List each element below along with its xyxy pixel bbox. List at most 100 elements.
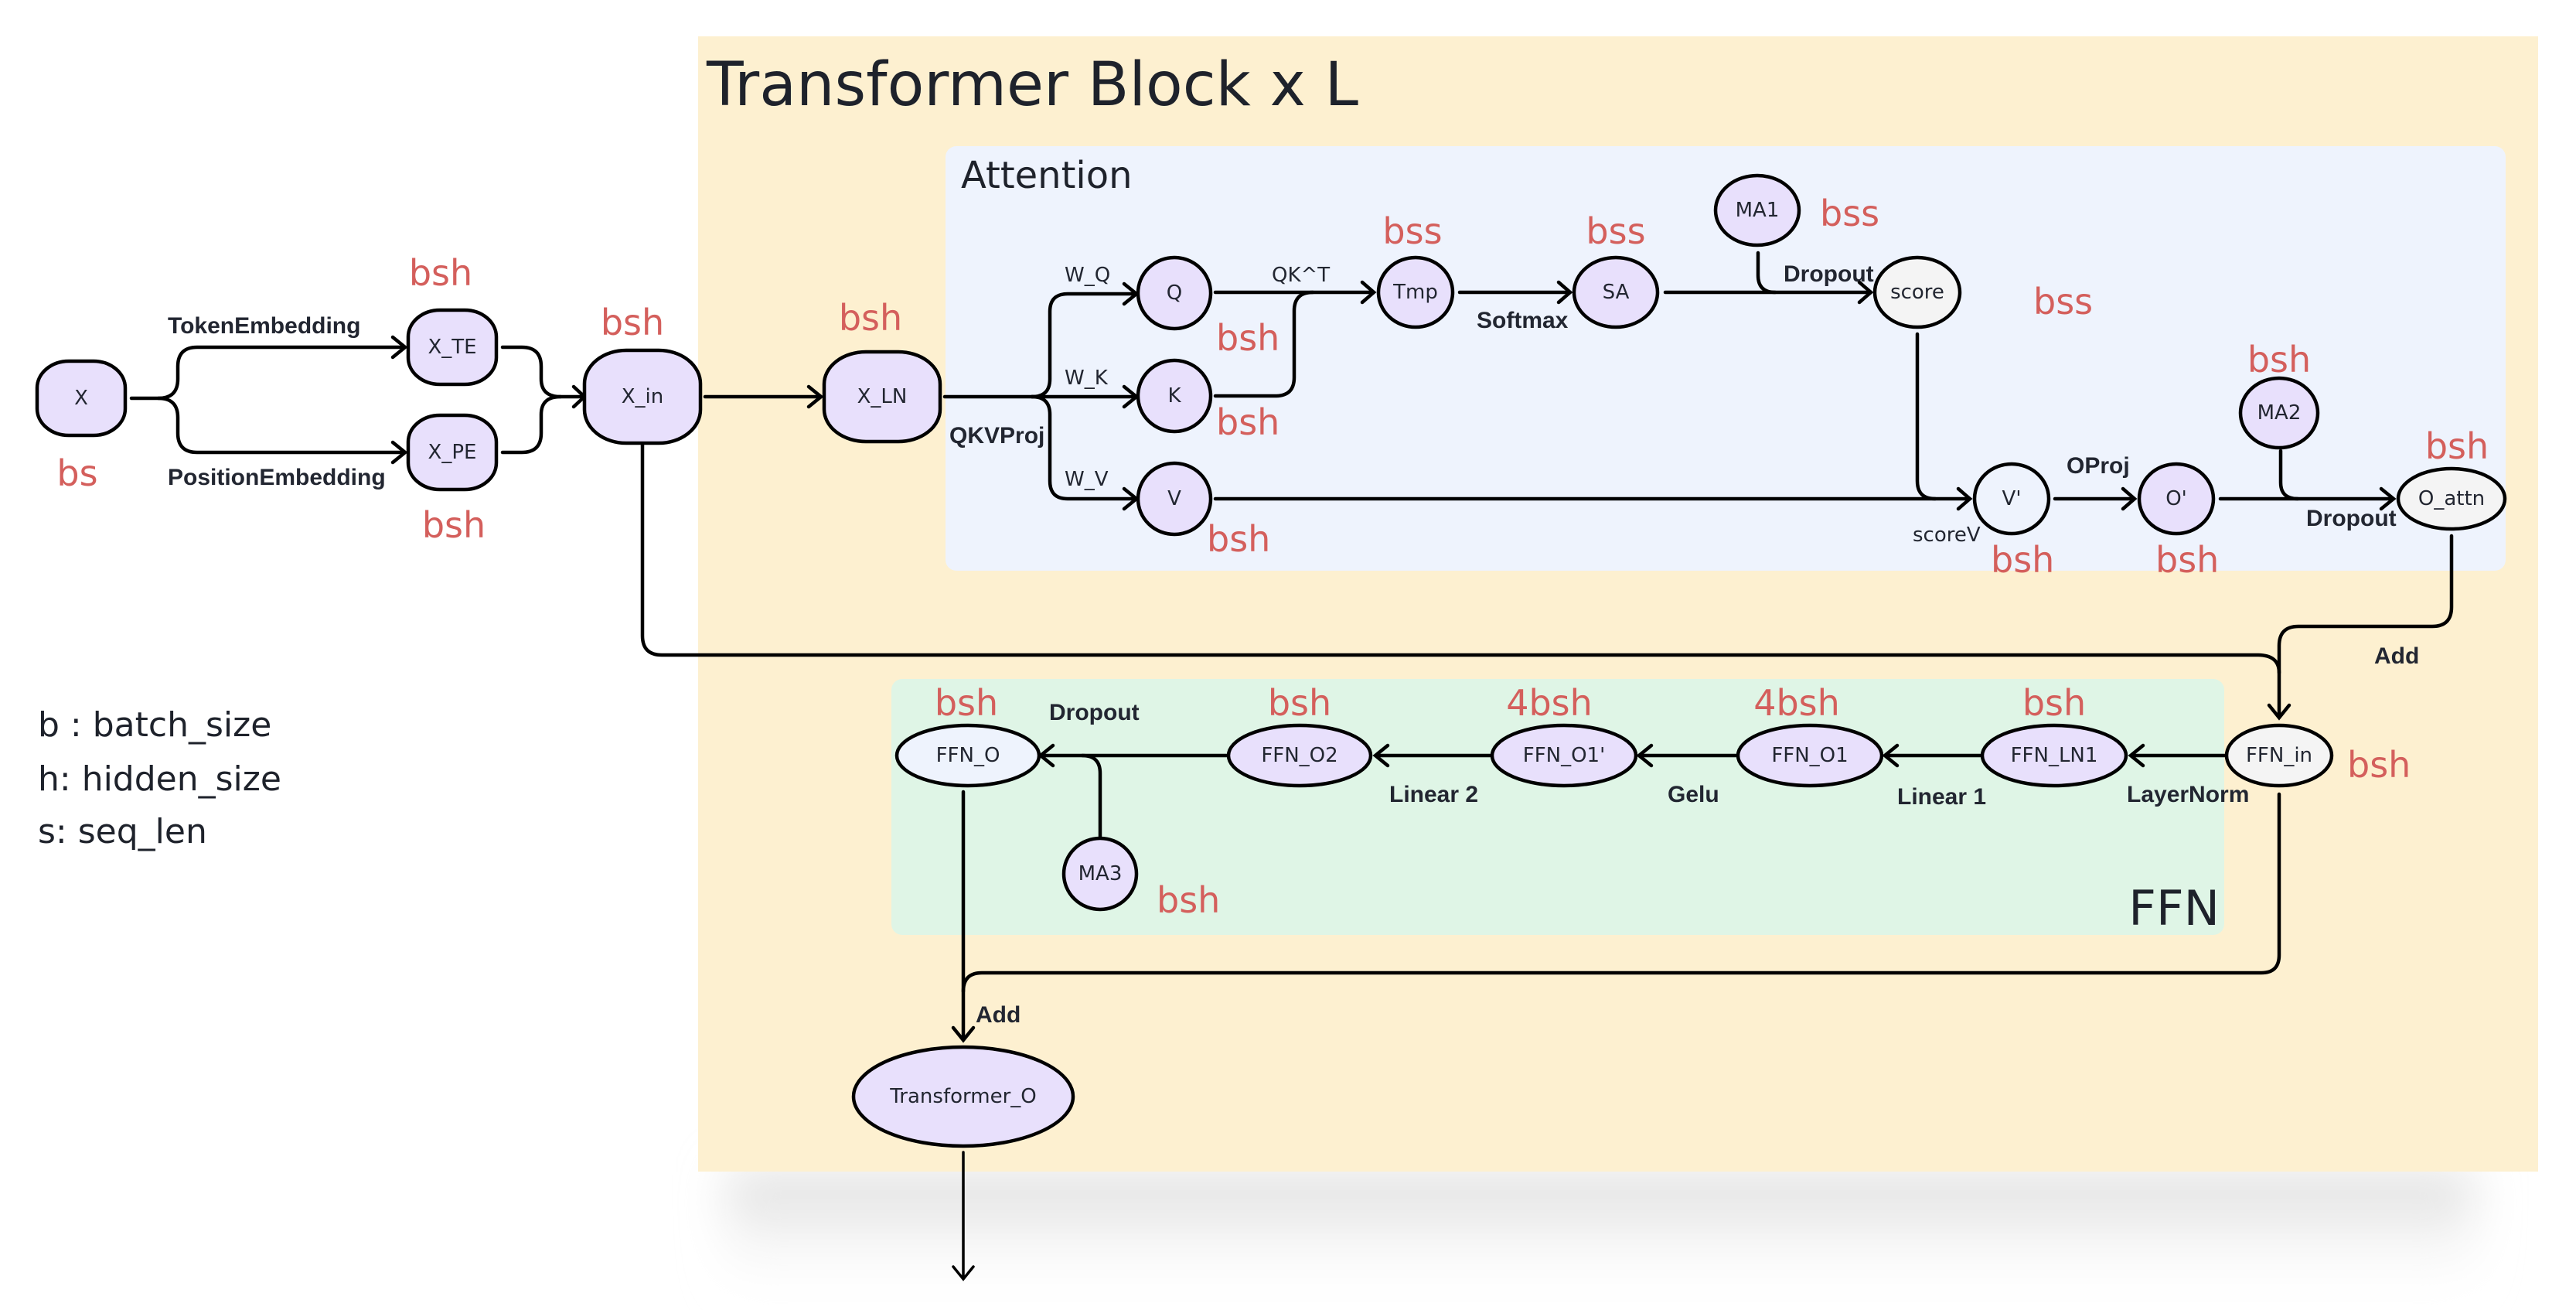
node-shape [2224, 723, 2334, 788]
node-sa: SA [1572, 255, 1660, 329]
node-label: FFN_O [936, 744, 1000, 767]
edge-xpe-to-xin [500, 394, 563, 455]
arrowhead [390, 335, 408, 360]
node-label: Transformer_O [889, 1085, 1036, 1108]
node-shape [2137, 462, 2216, 536]
edge-x-to-xpe [156, 396, 404, 455]
node-label: X_TE [428, 336, 476, 359]
node-label: X_in [622, 385, 664, 408]
node-transformer-o: Transformer_O [851, 1045, 1075, 1148]
arrowhead [1636, 743, 1654, 768]
dim-label-ffn-ln1: bsh [2022, 682, 2086, 724]
node-label: O' [2165, 487, 2187, 510]
arrowhead [390, 440, 408, 465]
ffn-title: FFN [2128, 880, 2220, 936]
node-label: FFN_O2 [1261, 744, 1337, 767]
dim-label-tmp: bss [1382, 210, 1442, 252]
node-shape [851, 1045, 1075, 1148]
node-shape [406, 413, 499, 492]
arrowhead [806, 384, 824, 409]
node-shape [2396, 466, 2507, 531]
dim-label-ma3: bsh [1157, 879, 1220, 921]
node-label: MA1 [1736, 199, 1780, 222]
edge-label-add-attn: Add [2374, 643, 2419, 669]
node-score: score [1872, 255, 1962, 329]
dim-label-sa: bss [1586, 210, 1645, 252]
node-label: MA3 [1078, 862, 1123, 885]
node-v: V [1136, 461, 1213, 537]
edge-ma2-to-oattn [2278, 449, 2300, 501]
edge-label-add-ffn: Add [976, 1002, 1021, 1028]
node-shape [1376, 255, 1455, 329]
arrowhead [1372, 743, 1390, 768]
edge-oattn-to-ffnin [2277, 534, 2454, 718]
dim-label-ffn-o1-prime: 4bsh [1506, 682, 1593, 724]
dim-label-k: bsh [1216, 401, 1279, 443]
node-ffn-in: FFN_in [2224, 723, 2334, 788]
node-shape [35, 359, 128, 438]
dim-label-ma2: bsh [2247, 339, 2311, 380]
edge-label-qkv-proj: QKVProj [949, 423, 1044, 449]
dim-label-x-te: bsh [409, 252, 472, 294]
node-shape [822, 350, 942, 444]
dim-label-v: bsh [1207, 518, 1270, 560]
arrowhead [1857, 280, 1874, 305]
node-shape [406, 308, 499, 387]
node-x-ln: X_LN [822, 350, 942, 444]
edge-label-layer-norm: LayerNorm [2127, 782, 2249, 807]
dim-label-ffn-in: bsh [2347, 744, 2411, 786]
arrowhead [952, 1265, 975, 1281]
node-shape [2238, 376, 2320, 450]
legend-seq-len: s: seq_len [38, 812, 207, 851]
node-label: FFN_in [2246, 744, 2312, 767]
edge-xin-skip-to-ffnin [640, 442, 2281, 675]
edge-label-w-q: W_Q [1065, 264, 1110, 287]
arrowhead [951, 1025, 976, 1043]
node-label: SA [1603, 281, 1630, 304]
node-ma3: MA3 [1061, 836, 1139, 912]
node-shape [1972, 462, 2051, 536]
node-x-in: X_in [582, 348, 703, 445]
dim-label-ffn-o2: bsh [1268, 682, 1331, 724]
attention-title: Attention [961, 154, 1133, 197]
arrowhead [2267, 703, 2291, 721]
legend-hidden-size: h: hidden_size [38, 759, 281, 799]
node-shape [1713, 173, 1801, 247]
dim-label-o-attn: bsh [2425, 425, 2489, 467]
edge-label-position-embedding: PositionEmbedding [168, 465, 386, 490]
node-shape [1736, 723, 1884, 788]
edge-xte-to-xin [500, 345, 584, 399]
edge-label-dropout-score: Dropout [1784, 261, 1874, 287]
node-k: K [1136, 358, 1213, 434]
dim-label-ffn-o1: 4bsh [1753, 682, 1840, 724]
node-label: Tmp [1392, 281, 1438, 304]
node-label: X [74, 387, 88, 410]
dim-label-ffn-o: bsh [935, 682, 998, 724]
edge-xln-to-v [1030, 394, 1136, 501]
edge-x-to-xte [129, 345, 404, 401]
edge-label-score-v: scoreV [1913, 524, 1981, 547]
node-label: FFN_O1' [1523, 744, 1606, 767]
edge-label-linear1: Linear 1 [1897, 784, 1986, 810]
edge-label-softmax: Softmax [1477, 308, 1569, 333]
edge-label-linear2: Linear 2 [1389, 782, 1478, 807]
node-shape [582, 348, 703, 445]
edge-labels: TokenEmbedding PositionEmbedding QKVProj… [168, 261, 2419, 1028]
node-label: X_LN [857, 385, 908, 408]
node-label: FFN_LN1 [2011, 744, 2098, 767]
node-ma2: MA2 [2238, 376, 2320, 450]
edge-label-dropout-out: Dropout [2306, 506, 2397, 531]
attention-group [946, 146, 2506, 571]
edge-k-to-tmp [1213, 290, 1315, 398]
node-shape [1136, 461, 1213, 537]
dim-label-o-prime: bsh [2155, 539, 2219, 581]
node-ffn-o2: FFN_O2 [1226, 723, 1373, 788]
edge-ma3-to-ffno [1080, 753, 1102, 840]
node-label: O_attn [2418, 487, 2485, 510]
edge-ffnin-skip-to-transformero [961, 792, 2281, 994]
dim-label-x-pe: bsh [422, 504, 486, 546]
dim-label-x-ln: bsh [839, 297, 902, 339]
node-shape [1226, 723, 1373, 788]
dim-label-v-prime: bsh [1991, 539, 2054, 581]
